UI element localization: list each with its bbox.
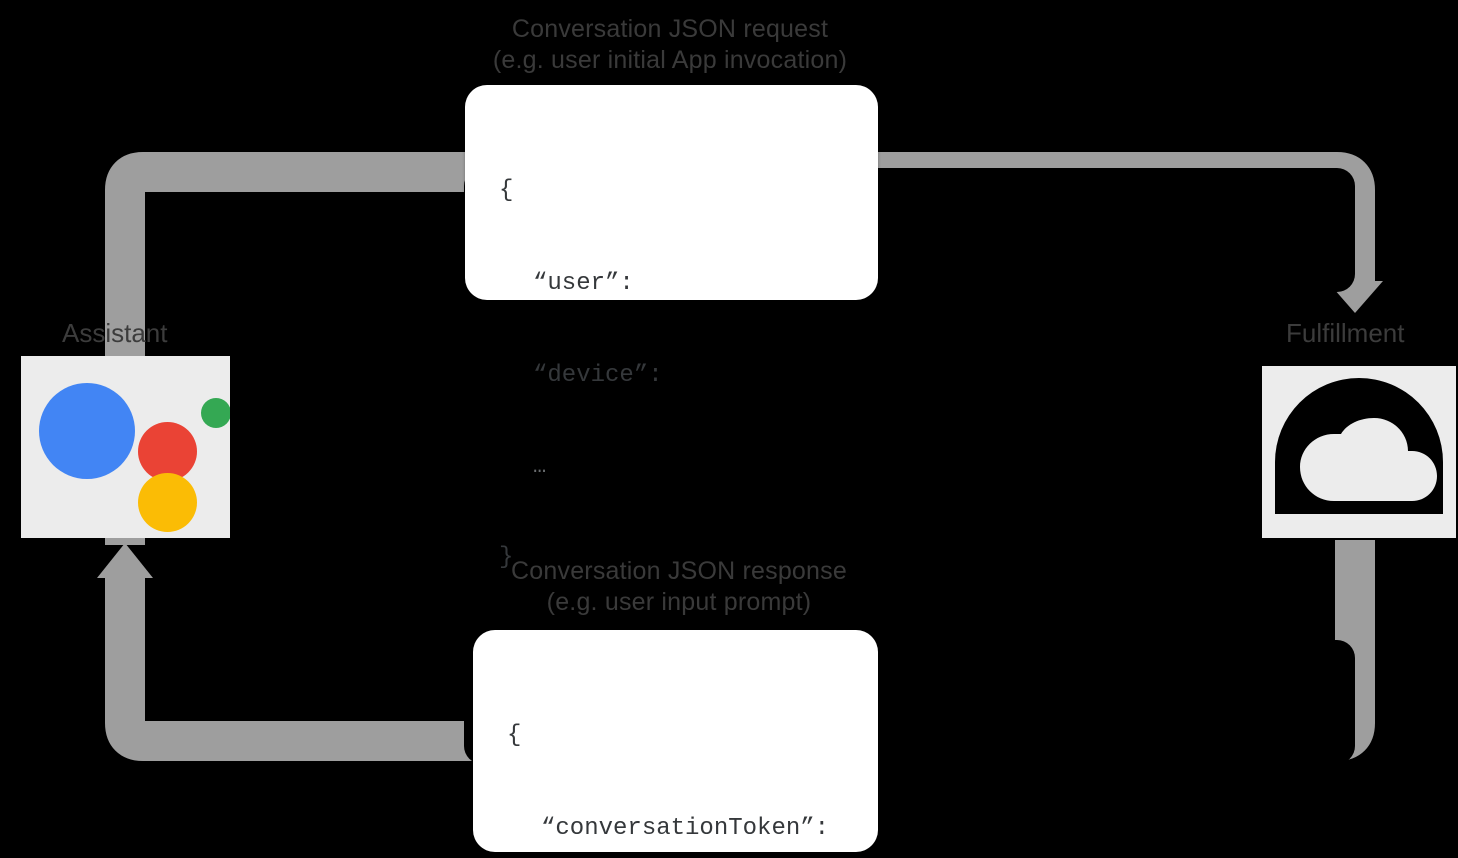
assistant-green-dot-icon — [201, 398, 230, 428]
assistant-red-dot-icon — [138, 422, 197, 481]
caption-request-subtitle: (e.g. user initial App invocation) — [492, 45, 848, 74]
caption-request: Conversation JSON request (e.g. user ini… — [0, 14, 1340, 75]
google-assistant-icon[interactable] — [21, 356, 230, 538]
json-response-card: { “conversationToken”: “userStorage”: … … — [473, 630, 878, 852]
json-request-line-4: } — [499, 543, 514, 571]
request-arrowhead — [1327, 281, 1383, 313]
json-request-line-2: “device”: — [533, 361, 663, 389]
caption-request-title: Conversation JSON request — [511, 15, 829, 43]
json-request-card: { “user”: “device”: … } — [465, 85, 878, 571]
fulfillment-label: Fulfillment — [1286, 318, 1405, 348]
cloud-functions-glyph — [1275, 378, 1443, 514]
caption-response-subtitle: (e.g. user input prompt) — [546, 587, 812, 616]
json-request-line-1: “user”: — [533, 269, 634, 297]
json-response-line-1: “conversationToken”: — [541, 814, 830, 842]
assistant-label: Assistant — [62, 318, 168, 348]
json-response-line-0: { — [507, 722, 522, 750]
json-request-line-0: { — [499, 177, 514, 205]
assistant-blue-dot-icon — [39, 383, 135, 479]
json-request-line-3: … — [533, 453, 548, 479]
assistant-yellow-dot-icon — [138, 473, 197, 532]
cloud-functions-icon[interactable] — [1262, 366, 1456, 538]
caption-response-title: Conversation JSON response — [511, 557, 847, 585]
caption-response: Conversation JSON response (e.g. user in… — [0, 556, 1358, 617]
